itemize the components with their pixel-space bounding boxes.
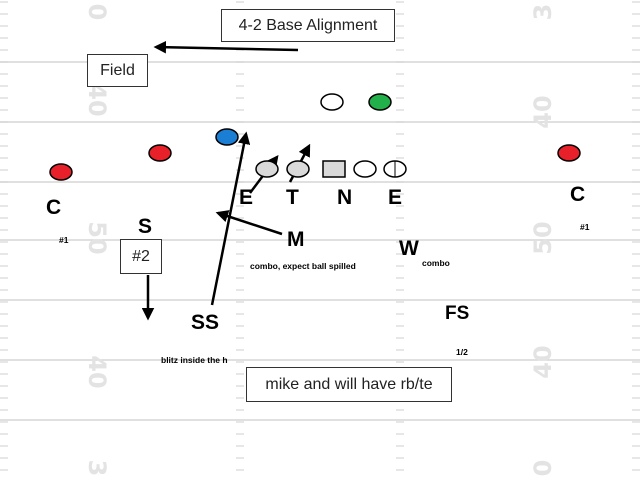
label-c-left: C	[46, 196, 62, 219]
note-c-left: #1	[59, 235, 69, 245]
number-two-text: #2	[132, 247, 150, 265]
yard-number-left-2: 40	[83, 83, 111, 116]
offense-lineman-4	[353, 160, 377, 178]
yard-number-right-3: 50	[529, 221, 557, 254]
offense-lineman-1	[255, 160, 279, 178]
label-w: W	[399, 237, 419, 260]
label-t: T	[286, 186, 299, 209]
yard-lines	[0, 61, 640, 421]
offense-back-white	[320, 93, 344, 111]
note-fs: 1/2	[456, 347, 468, 357]
yard-number-left-1: 0	[83, 4, 111, 21]
label-e-left: E	[239, 186, 254, 209]
yard-number-left-4: 40	[83, 355, 111, 388]
yard-number-right-4: 40	[529, 345, 557, 378]
field-callout: Field	[87, 54, 148, 87]
offense-center	[322, 160, 346, 178]
label-c-right: C	[570, 183, 586, 206]
offense-wr-red-left-1	[49, 163, 73, 181]
offense-wr-red-right	[557, 144, 581, 162]
field-arrow	[153, 40, 299, 54]
offense-back-green	[368, 93, 392, 111]
field-callout-text: Field	[100, 61, 135, 79]
label-fs: FS	[445, 303, 470, 324]
yard-number-right-2: 40	[529, 95, 557, 128]
offense-te-blue	[215, 128, 239, 146]
label-e-right: E	[388, 186, 403, 209]
label-n: N	[337, 186, 353, 209]
hash-marks	[0, 1, 640, 471]
note-w: combo	[422, 258, 450, 268]
label-s: S	[138, 215, 153, 238]
offense-lineman-2	[286, 160, 310, 178]
m-move-arrow	[215, 210, 283, 236]
note-c-right: #1	[580, 222, 590, 232]
yard-number-left-5: 3	[83, 460, 111, 477]
note-m: combo, expect ball spilled	[250, 261, 356, 271]
yard-number-right-5: 0	[529, 460, 557, 477]
number-two-callout: #2	[120, 239, 162, 274]
yard-number-left-3: 50	[83, 221, 111, 254]
title-text: 4-2 Base Alignment	[238, 16, 378, 34]
offense-wr-red-left-2	[148, 144, 172, 162]
title-box: 4-2 Base Alignment	[221, 9, 395, 42]
note-ss: blitz inside the h	[161, 355, 228, 365]
label-m: M	[287, 228, 305, 251]
footer-text: mike and will have rb/te	[265, 375, 433, 393]
offense	[49, 93, 581, 181]
label-ss: SS	[191, 311, 220, 334]
yard-number-right-1: 3	[529, 4, 557, 21]
footer-callout: mike and will have rb/te	[246, 367, 452, 402]
